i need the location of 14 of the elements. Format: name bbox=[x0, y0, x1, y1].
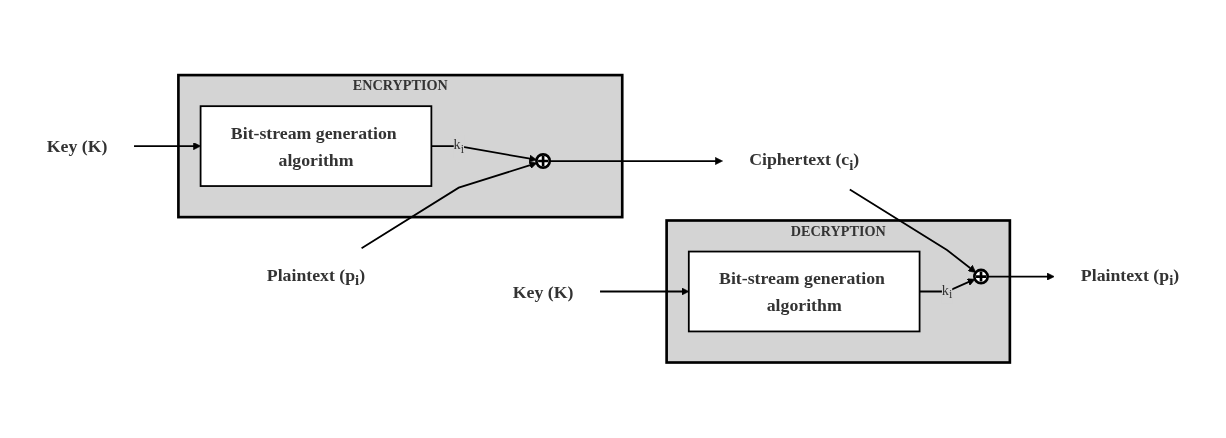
arrow bbox=[360, 161, 538, 250]
arrow bbox=[986, 272, 1055, 281]
arrow bbox=[848, 188, 977, 274]
arrow bbox=[133, 142, 201, 151]
edge-label: k$_{i}$ bbox=[941, 282, 953, 302]
edge-label: k$_{i}$ bbox=[453, 136, 464, 156]
node-text: Plaintext (p$_{i}$) bbox=[1080, 265, 1180, 290]
node-box: Bit-stream generation algorithm bbox=[199, 105, 433, 188]
node-box: Bit-stream generation algorithm bbox=[687, 250, 921, 333]
arrow bbox=[548, 157, 723, 166]
node-text: Ciphertext (c$_{i}$) bbox=[749, 149, 860, 174]
node-text: Key (K) bbox=[46, 136, 108, 157]
node-text: Plaintext (p$_{i}$) bbox=[266, 265, 366, 290]
node-text: Key (K) bbox=[512, 281, 574, 302]
